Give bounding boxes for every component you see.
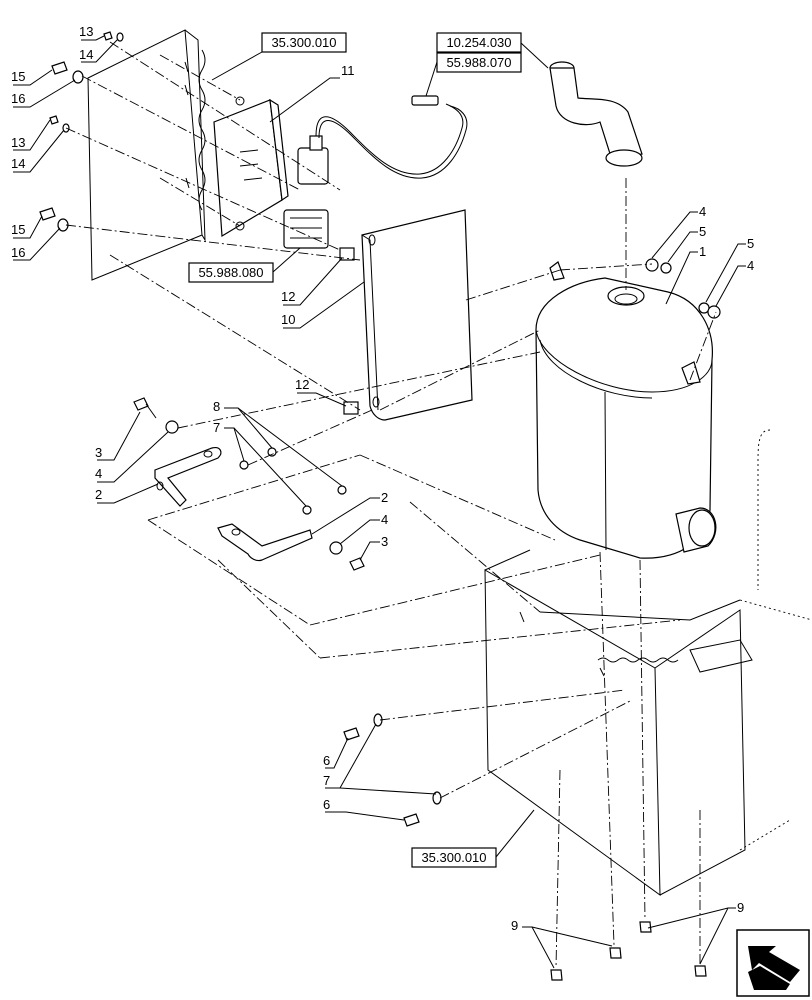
reference-35-300-010-bottom[interactable]: 35.300.010 [411, 847, 497, 868]
callout-1: 1 [699, 244, 706, 259]
callouts: 13 14 15 16 13 14 15 16 11 12 10 12 4 5 … [11, 24, 754, 969]
callout-6: 6 [323, 797, 330, 812]
alignment-lines [65, 41, 717, 969]
svg-text:35.300.010: 35.300.010 [271, 35, 336, 50]
callout-3: 3 [381, 534, 388, 549]
callout-15: 15 [11, 69, 25, 84]
mounting-bracket-lower [217, 523, 313, 562]
callout-16: 16 [11, 91, 25, 106]
callout-5: 5 [747, 236, 754, 251]
callout-9: 9 [737, 900, 744, 915]
callout-7: 7 [213, 420, 220, 435]
callout-15: 15 [11, 222, 25, 237]
muffler [535, 261, 717, 559]
callout-9: 9 [511, 918, 518, 933]
control-module [213, 96, 289, 238]
heat-shield [339, 209, 473, 421]
callout-4: 4 [381, 512, 388, 527]
sensor-harness [283, 95, 468, 249]
reference-55-988-080[interactable]: 55.988.080 [188, 262, 274, 283]
callout-5: 5 [699, 224, 706, 239]
callout-2: 2 [95, 487, 102, 502]
callout-4: 4 [747, 258, 754, 273]
svg-text:10.254.030: 10.254.030 [446, 35, 511, 50]
callout-3: 3 [95, 445, 102, 460]
callout-6: 6 [323, 753, 330, 768]
callout-13: 13 [11, 135, 25, 150]
reference-35-300-010-top[interactable]: 35.300.010 [261, 32, 347, 53]
callout-4: 4 [699, 204, 706, 219]
exhaust-elbow [549, 61, 643, 167]
reference-55-988-070[interactable]: 55.988.070 [436, 52, 522, 73]
callout-13: 13 [79, 24, 93, 39]
reference-10-254-030[interactable]: 10.254.030 [436, 32, 522, 53]
callout-12: 12 [295, 377, 309, 392]
callout-7: 7 [323, 773, 330, 788]
callout-2: 2 [381, 490, 388, 505]
mounting-bracket-upper [154, 447, 222, 507]
callout-4: 4 [95, 466, 102, 481]
callout-16: 16 [11, 245, 25, 260]
callout-10: 10 [281, 312, 295, 327]
callout-8: 8 [213, 399, 220, 414]
svg-text:35.300.010: 35.300.010 [421, 850, 486, 865]
view-direction-arrow-icon[interactable] [736, 929, 810, 997]
callout-11: 11 [341, 63, 355, 78]
callout-14: 14 [11, 156, 25, 171]
svg-text:55.988.070: 55.988.070 [446, 55, 511, 70]
mounting-plate [87, 29, 206, 281]
callout-12: 12 [281, 289, 295, 304]
fasteners [39, 31, 721, 981]
lower-housing [484, 429, 812, 896]
callout-14: 14 [79, 47, 93, 62]
svg-text:55.988.080: 55.988.080 [198, 265, 263, 280]
